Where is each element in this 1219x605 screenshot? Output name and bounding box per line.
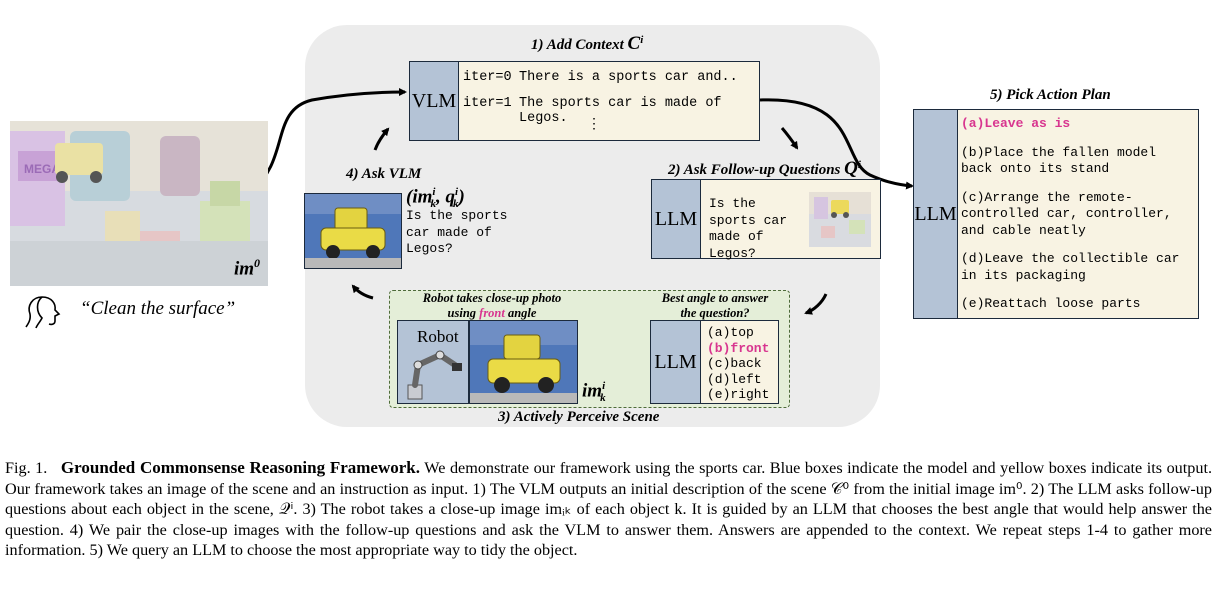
step4-question: Is the sports car made of Legos? [406,208,508,256]
angle-llm-model: LLM [650,320,701,404]
closeup-photo [469,320,578,404]
action-option-b: (b)Place the fallen model back onto its … [961,144,1157,177]
image-question-pair-label: (imik, qik) [406,186,465,211]
closeup-image-step4 [304,193,402,269]
arrow-step1-to-step2 [780,127,799,150]
angle-option-left: (d)left [707,371,762,387]
arrow-step2-to-step3 [804,293,828,315]
action-plan-box: (a)Leave as is (b)Place the fallen model… [957,109,1199,319]
figure-caption: Fig. 1. Grounded Commonsense Reasoning F… [5,458,1212,561]
scene-illustration: MEGA [10,121,268,286]
arrow-step4-to-step1 [373,127,390,151]
robot-panel: Robot [397,320,469,404]
action-option-d: (d)Leave the collectible car in its pack… [961,251,1180,283]
context-text-0: There is a sports car and.. [519,70,738,85]
context-text-1: The sports car is made of Legos. [519,96,722,126]
robot-caption: Robot takes close-up photo using front a… [422,291,562,320]
figure: MEGA im0 “Clean the surface” 1) Add Cont… [10,25,1199,427]
context-ellipsis: ⋮ [587,117,601,133]
question-thumbnail [809,192,871,247]
question-text: Is the sports car made of Legos? [709,196,788,261]
angle-options-box: (a)top (b)front (c)back (d)left (e)right [700,320,779,404]
caption-label: Fig. 1. [5,459,48,477]
robot-arm-icon [407,350,462,400]
robot-label: Robot [417,327,459,346]
scene-image: MEGA im0 [10,121,268,286]
context-row-1: iter=1 [463,96,512,111]
context-output-box: iter=0 There is a sports car and.. iter=… [458,61,760,141]
toy-car-photo [470,321,577,403]
angle-option-top: (a)top [707,325,754,340]
toy-car-illustration [305,194,401,268]
step2-title: 2) Ask Follow-up Questions Qi [668,158,861,179]
step1-title: 1) Add Context Ci [531,33,644,54]
angle-option-back: (c)back [707,356,762,371]
context-row-0: iter=0 [463,70,512,85]
arrow-scene-to-vlm [251,88,407,192]
action-llm-model: LLM [913,109,958,319]
step4-title: 4) Ask VLM [346,166,422,182]
step3-title: 3) Actively Perceive Scene [498,409,660,425]
svg-text:MEGA: MEGA [24,162,60,176]
flow-arrows [251,88,914,367]
arrow-context-to-llm [759,98,914,190]
arrow-step3-to-step4 [351,284,374,300]
angle-option-front: (b)front [707,340,770,356]
caption-title: Grounded Commonsense Reasoning Framework… [60,458,420,477]
action-option-a: (a)Leave as is [961,116,1071,131]
action-option-c: (c)Arrange the remote-controlled car, co… [961,189,1172,238]
action-option-e: (e)Reattach loose parts [961,296,1141,311]
scene-label: im0 [233,255,260,279]
vlm-model-box: VLM [409,61,459,141]
step5-title: 5) Pick Action Plan [990,87,1111,103]
angle-option-right: (e)right [707,387,770,402]
llm-question-model: LLM [651,179,701,259]
caption-body: We demonstrate our framework using the s… [5,459,1213,559]
closeup-label: imik [582,380,606,405]
llm-question-output: Is the sports car made of Legos? [700,179,881,261]
person-icon [25,296,61,329]
instruction-text: “Clean the surface” [80,298,236,319]
